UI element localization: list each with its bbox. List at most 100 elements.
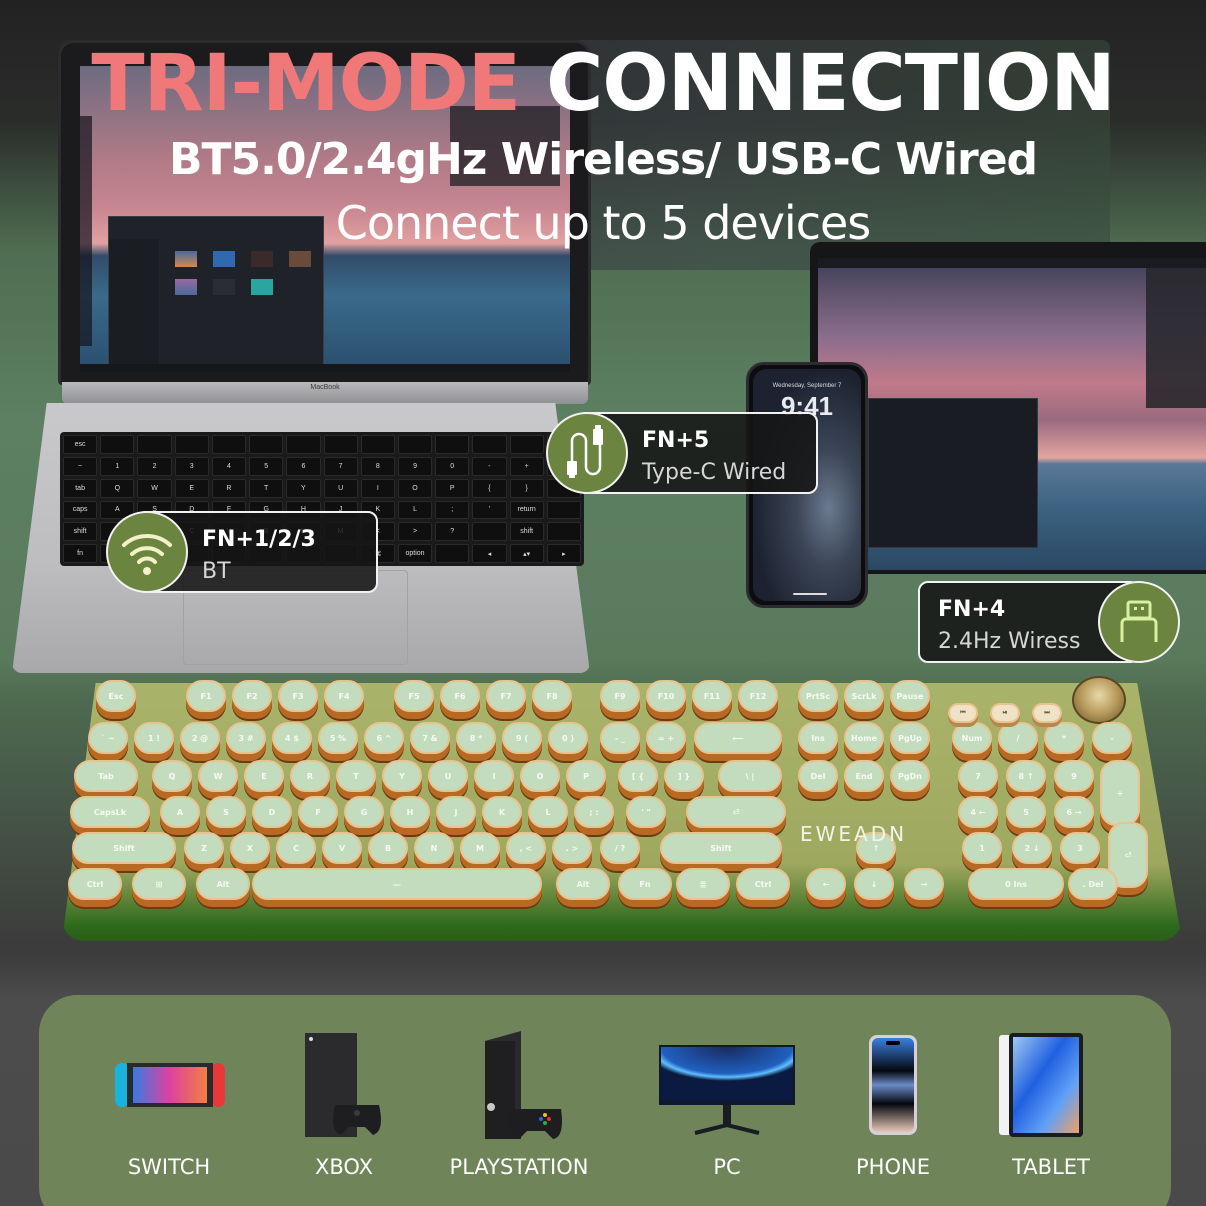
keycap[interactable]: Home	[844, 722, 884, 754]
keycap[interactable]: F8	[532, 680, 572, 712]
keycap[interactable]: P	[566, 760, 606, 792]
keycap[interactable]: Shift	[72, 832, 176, 864]
keycap[interactable]: Num	[952, 722, 992, 754]
keycap[interactable]: PrtSc	[798, 680, 838, 712]
keycap[interactable]: F10	[646, 680, 686, 712]
keycap[interactable]: F11	[692, 680, 732, 712]
keycap[interactable]: [ {	[618, 760, 658, 792]
keycap[interactable]: T	[336, 760, 376, 792]
keycap[interactable]: ScrLk	[844, 680, 884, 712]
keycap[interactable]: —	[252, 868, 542, 900]
keycap[interactable]: PgUp	[890, 722, 930, 754]
keycap[interactable]: F2	[232, 680, 272, 712]
keycap[interactable]: 5	[1006, 796, 1046, 828]
keycap[interactable]: C	[276, 832, 316, 864]
keycap[interactable]: -	[1092, 722, 1132, 754]
keycap[interactable]: Esc	[96, 680, 136, 712]
keycap[interactable]: W	[198, 760, 238, 792]
keycap[interactable]: 9 (	[502, 722, 542, 754]
keycap[interactable]: 9	[1054, 760, 1094, 792]
keycap[interactable]: L	[528, 796, 568, 828]
keycap[interactable]: /	[998, 722, 1038, 754]
keycap[interactable]: ; :	[574, 796, 614, 828]
keycap[interactable]: Ins	[798, 722, 838, 754]
keycap[interactable]: R	[290, 760, 330, 792]
keycap[interactable]: Z	[184, 832, 224, 864]
keycap[interactable]: = +	[646, 722, 686, 754]
keycap[interactable]: 5 %	[318, 722, 358, 754]
keycap[interactable]: ⟵	[694, 722, 782, 754]
keycap[interactable]: →	[904, 868, 944, 900]
keycap[interactable]: 7 &	[410, 722, 450, 754]
keycap[interactable]: 6 ^	[364, 722, 404, 754]
keycap[interactable]: . Del	[1068, 868, 1118, 900]
keycap[interactable]: F1	[186, 680, 226, 712]
keycap[interactable]: 8 ↑	[1006, 760, 1046, 792]
keycap[interactable]: N	[414, 832, 454, 864]
keycap[interactable]: Shift	[660, 832, 782, 864]
keycap[interactable]: U	[428, 760, 468, 792]
keycap[interactable]: 4 $	[272, 722, 312, 754]
keycap[interactable]: F7	[486, 680, 526, 712]
keycap[interactable]: Pause	[890, 680, 930, 712]
keycap[interactable]: 8 *	[456, 722, 496, 754]
keycap[interactable]: PgDn	[890, 760, 930, 792]
keycap[interactable]: 0 )	[548, 722, 588, 754]
keycap[interactable]: F4	[324, 680, 364, 712]
volume-knob[interactable]	[1072, 676, 1126, 724]
keycap[interactable]: . >	[552, 832, 592, 864]
keycap[interactable]: G	[344, 796, 384, 828]
keycap[interactable]: X	[230, 832, 270, 864]
keycap[interactable]: Alt	[556, 868, 610, 900]
keycap[interactable]: 3 #	[226, 722, 266, 754]
keycap[interactable]: / ?	[600, 832, 640, 864]
keycap[interactable]: B	[368, 832, 408, 864]
keycap[interactable]: F9	[600, 680, 640, 712]
keycap[interactable]: Alt	[196, 868, 250, 900]
keycap[interactable]: A	[160, 796, 200, 828]
keycap[interactable]: D	[252, 796, 292, 828]
keycap[interactable]: End	[844, 760, 884, 792]
keycap[interactable]: S	[206, 796, 246, 828]
keycap[interactable]: F12	[738, 680, 778, 712]
keycap[interactable]: ≣	[676, 868, 730, 900]
keycap[interactable]: +	[1100, 760, 1140, 826]
keycap[interactable]: Fn	[618, 868, 672, 900]
keycap[interactable]: ⊞	[132, 868, 186, 900]
keycap[interactable]: *	[1044, 722, 1084, 754]
keycap[interactable]: 7	[958, 760, 998, 792]
keycap[interactable]: 1 !	[134, 722, 174, 754]
keycap[interactable]: ↓	[854, 868, 894, 900]
media-key[interactable]: ⏮	[948, 703, 978, 723]
keycap[interactable]: Ctrl	[736, 868, 790, 900]
keycap[interactable]: J	[436, 796, 476, 828]
keycap[interactable]: F6	[440, 680, 480, 712]
keycap[interactable]: ⏎	[1108, 822, 1148, 888]
keycap[interactable]: H	[390, 796, 430, 828]
keycap[interactable]: ` ~	[88, 722, 128, 754]
keycap[interactable]: ' "	[626, 796, 666, 828]
keycap[interactable]: ←	[806, 868, 846, 900]
media-key[interactable]: ⏯	[990, 703, 1020, 723]
keycap[interactable]: V	[322, 832, 362, 864]
keycap[interactable]: F	[298, 796, 338, 828]
keycap[interactable]: F5	[394, 680, 434, 712]
keycap[interactable]: F3	[278, 680, 318, 712]
keycap[interactable]: Del	[798, 760, 838, 792]
keycap[interactable]: O	[520, 760, 560, 792]
keycap[interactable]: , <	[506, 832, 546, 864]
keycap[interactable]: - _	[600, 722, 640, 754]
keycap[interactable]: 1	[962, 832, 1002, 864]
keycap[interactable]: 0 Ins	[968, 868, 1064, 900]
keycap[interactable]: 6 →	[1054, 796, 1094, 828]
keycap[interactable]: M	[460, 832, 500, 864]
keycap[interactable]: Ctrl	[68, 868, 122, 900]
keycap[interactable]: 2 @	[180, 722, 220, 754]
keycap[interactable]: 4 ←	[958, 796, 998, 828]
keycap[interactable]: \ |	[718, 760, 782, 792]
keycap[interactable]: Tab	[74, 760, 138, 792]
keycap[interactable]: CapsLk	[70, 796, 150, 828]
media-key[interactable]: ⏭	[1032, 703, 1062, 723]
keycap[interactable]: 2 ↓	[1012, 832, 1052, 864]
keycap[interactable]: ↑	[856, 832, 896, 864]
